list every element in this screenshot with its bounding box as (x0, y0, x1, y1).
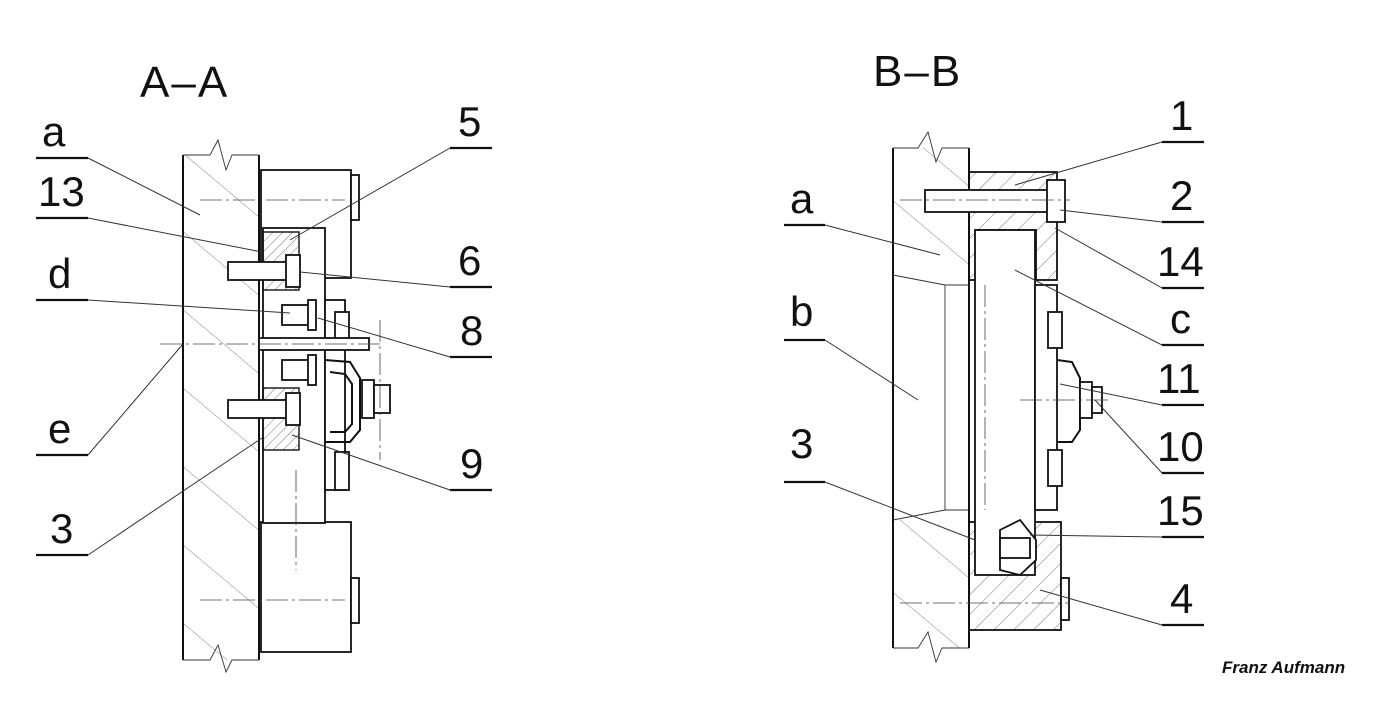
bb-leaders (824, 141, 1163, 626)
bb-label-4: 4 (1170, 575, 1193, 622)
bb-bolt-bottom (999, 518, 1037, 576)
aa-bolt-upper (227, 254, 301, 288)
aa-label-6: 6 (458, 237, 481, 284)
bb-wall (892, 130, 970, 664)
aa-label-9: 9 (460, 440, 483, 487)
aa-label-5: 5 (458, 98, 481, 145)
bb-label-1: 1 (1170, 92, 1193, 139)
bb-label-15: 15 (1157, 487, 1204, 534)
aa-label-a: a (42, 108, 66, 155)
bb-label-11: 11 (1157, 355, 1201, 402)
view-bb-title: B–B (873, 47, 962, 96)
bb-label-c: c (1170, 295, 1191, 342)
aa-label-3: 3 (50, 505, 73, 552)
aa-small-bolts (281, 299, 350, 491)
bb-label-a: a (790, 175, 814, 222)
aa-bolt-lower (227, 392, 301, 426)
view-bb: B–B (784, 47, 1204, 664)
aa-leaders (87, 147, 451, 556)
bb-label-14: 14 (1157, 238, 1204, 285)
aa-bracket (324, 359, 391, 443)
aa-label-d: d (48, 250, 71, 297)
view-aa-title: A–A (140, 58, 229, 107)
view-aa: A–A (36, 58, 492, 674)
bb-label-2: 2 (1170, 172, 1193, 219)
aa-lower-block (260, 521, 360, 653)
aa-label-e: e (48, 405, 71, 452)
bb-bolt-top (924, 179, 1066, 223)
bb-door (974, 229, 1058, 576)
aa-label-13: 13 (38, 168, 85, 215)
bb-label-3: 3 (790, 420, 813, 467)
bb-label-10: 10 (1157, 423, 1204, 470)
aa-label-8: 8 (460, 307, 483, 354)
bb-label-b: b (790, 288, 813, 335)
author-credit: Franz Aufmann (1222, 658, 1345, 677)
